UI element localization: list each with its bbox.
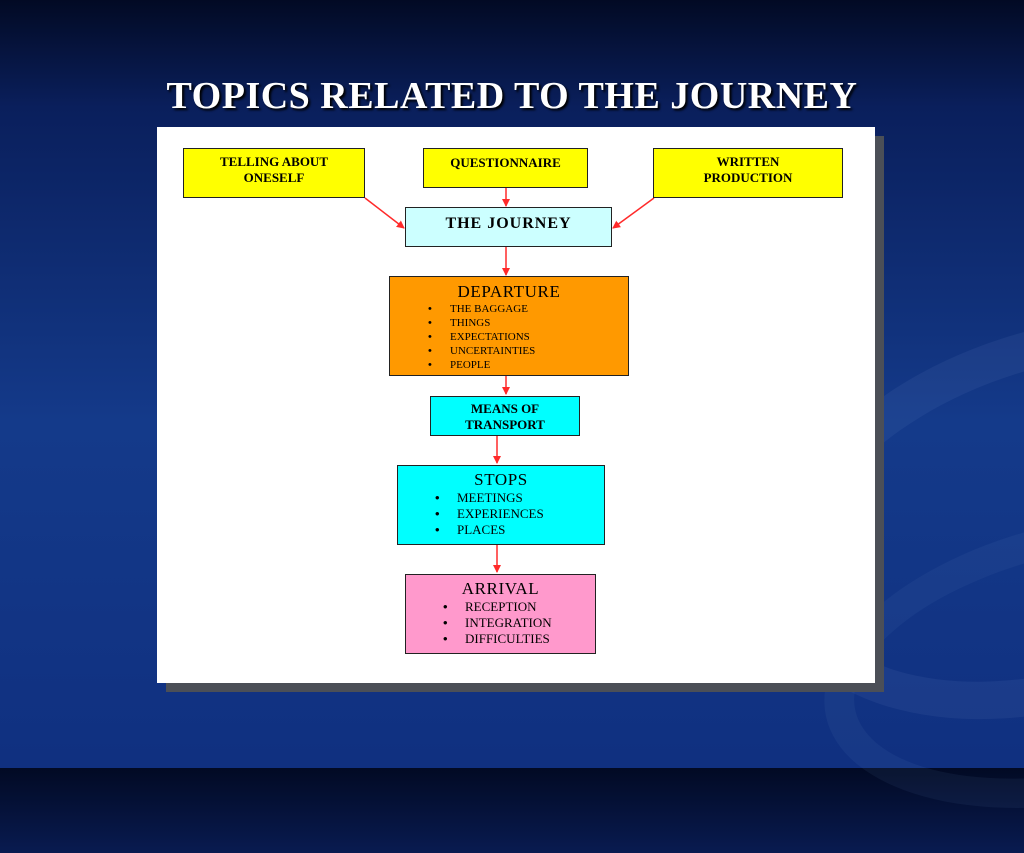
means-of-transport-label: MEANS OF TRANSPORT xyxy=(465,401,545,432)
stops-heading: STOPS xyxy=(474,470,528,489)
arrival-item: INTEGRATION xyxy=(443,615,595,631)
written-production-box: WRITTEN PRODUCTION xyxy=(653,148,843,198)
departure-box: DEPARTURE THE BAGGAGE THINGS EXPECTATION… xyxy=(389,276,629,376)
the-journey-box: THE JOURNEY xyxy=(405,207,612,247)
stops-item: MEETINGS xyxy=(435,490,604,506)
arrival-list: RECEPTION INTEGRATION DIFFICULTIES xyxy=(443,599,595,647)
departure-list: THE BAGGAGE THINGS EXPECTATIONS UNCERTAI… xyxy=(428,302,628,372)
departure-item: PEOPLE xyxy=(428,358,628,372)
telling-about-oneself-label: TELLING ABOUT ONESELF xyxy=(219,154,328,185)
connector-arrows xyxy=(364,188,655,573)
arrow-written-to-journey xyxy=(612,197,655,229)
stops-list: MEETINGS EXPERIENCES PLACES xyxy=(435,490,604,538)
slide-title: TOPICS RELATED TO THE JOURNEY xyxy=(166,75,858,117)
written-production-label: WRITTEN PRODUCTION xyxy=(703,154,793,185)
departure-item: UNCERTAINTIES xyxy=(428,344,628,358)
departure-item: THE BAGGAGE xyxy=(428,302,628,316)
questionnaire-box: QUESTIONNAIRE xyxy=(423,148,588,188)
stops-box: STOPS MEETINGS EXPERIENCES PLACES xyxy=(397,465,605,545)
arrival-item: RECEPTION xyxy=(443,599,595,615)
departure-heading: DEPARTURE xyxy=(457,282,561,301)
departure-item: EXPECTATIONS xyxy=(428,330,628,344)
arrow-telling-to-journey xyxy=(364,197,405,229)
the-journey-label: THE JOURNEY xyxy=(445,215,572,232)
means-of-transport-box: MEANS OF TRANSPORT xyxy=(430,396,580,436)
departure-item: THINGS xyxy=(428,316,628,330)
questionnaire-label: QUESTIONNAIRE xyxy=(450,155,561,170)
stops-item: EXPERIENCES xyxy=(435,506,604,522)
telling-about-oneself-box: TELLING ABOUT ONESELF xyxy=(183,148,365,198)
arrival-box: ARRIVAL RECEPTION INTEGRATION DIFFICULTI… xyxy=(405,574,596,654)
arrival-heading: ARRIVAL xyxy=(461,579,540,598)
arrival-item: DIFFICULTIES xyxy=(443,631,595,647)
stops-item: PLACES xyxy=(435,522,604,538)
